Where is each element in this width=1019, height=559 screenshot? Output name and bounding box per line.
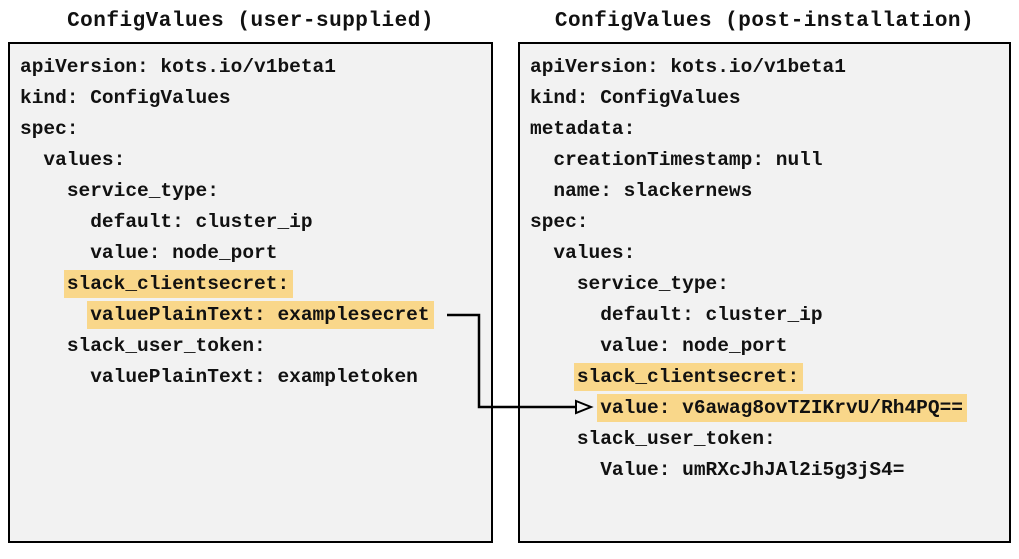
code-line: name: slackernews bbox=[530, 176, 1009, 207]
code-line: valuePlainText: examplesecret bbox=[20, 300, 491, 331]
code-text: value: node_port bbox=[600, 335, 788, 357]
code-line: apiVersion: kots.io/v1beta1 bbox=[20, 52, 491, 83]
code-line: valuePlainText: exampletoken bbox=[20, 362, 491, 393]
code-line: slack_user_token: bbox=[20, 331, 491, 362]
code-line: value: v6awag8ovTZIKrvU/Rh4PQ== bbox=[530, 393, 1009, 424]
post-installation-yaml: apiVersion: kots.io/v1beta1 kind: ConfigV… bbox=[520, 44, 1009, 486]
code-text: values: bbox=[43, 149, 126, 171]
code-text: valuePlainText: exampletoken bbox=[90, 366, 418, 388]
code-text: Value: umRXcJhJAl2i5g3jS4= bbox=[600, 459, 905, 481]
code-text: name: slackernews bbox=[553, 180, 753, 202]
highlighted-code-text: value: v6awag8ovTZIKrvU/Rh4PQ== bbox=[597, 394, 967, 422]
code-line: Value: umRXcJhJAl2i5g3jS4= bbox=[530, 455, 1009, 486]
post-installation-panel: apiVersion: kots.io/v1beta1 kind: ConfigV… bbox=[518, 42, 1011, 543]
code-line: service_type: bbox=[530, 269, 1009, 300]
code-line: slack_clientsecret: bbox=[20, 269, 491, 300]
code-line: default: cluster_ip bbox=[530, 300, 1009, 331]
code-text: kind: ConfigValues bbox=[20, 87, 231, 109]
code-line: default: cluster_ip bbox=[20, 207, 491, 238]
code-text: value: node_port bbox=[90, 242, 278, 264]
code-text: slack_user_token: bbox=[576, 428, 776, 450]
code-line: apiVersion: kots.io/v1beta1 bbox=[530, 52, 1009, 83]
code-line: spec: bbox=[530, 207, 1009, 238]
highlighted-code-text: slack_clientsecret: bbox=[573, 363, 804, 391]
code-text: default: cluster_ip bbox=[90, 211, 313, 233]
code-text: creationTimestamp: null bbox=[553, 149, 823, 171]
user-supplied-panel: apiVersion: kots.io/v1beta1 kind: ConfigV… bbox=[8, 42, 493, 543]
code-line: kind: ConfigValues bbox=[20, 83, 491, 114]
code-line: metadata: bbox=[530, 114, 1009, 145]
code-line: value: node_port bbox=[530, 331, 1009, 362]
user-supplied-panel-title: ConfigValues (user-supplied) bbox=[67, 10, 434, 33]
code-text: apiVersion: kots.io/v1beta1 bbox=[20, 56, 336, 78]
user-supplied-yaml: apiVersion: kots.io/v1beta1 kind: ConfigV… bbox=[10, 44, 491, 393]
code-text: kind: ConfigValues bbox=[530, 87, 741, 109]
code-text: service_type: bbox=[576, 273, 729, 295]
post-installation-panel-title: ConfigValues (post-installation) bbox=[554, 10, 975, 33]
code-text: values: bbox=[553, 242, 636, 264]
code-text: spec: bbox=[20, 118, 79, 140]
code-line: value: node_port bbox=[20, 238, 491, 269]
code-line: creationTimestamp: null bbox=[530, 145, 1009, 176]
code-line: values: bbox=[530, 238, 1009, 269]
code-text: slack_user_token: bbox=[66, 335, 266, 357]
code-line: slack_user_token: bbox=[530, 424, 1009, 455]
code-line: service_type: bbox=[20, 176, 491, 207]
code-text: metadata: bbox=[530, 118, 636, 140]
code-line: slack_clientsecret: bbox=[530, 362, 1009, 393]
highlighted-code-text: valuePlainText: examplesecret bbox=[87, 301, 434, 329]
code-line: values: bbox=[20, 145, 491, 176]
code-line: kind: ConfigValues bbox=[530, 83, 1009, 114]
highlighted-code-text: slack_clientsecret: bbox=[63, 270, 294, 298]
code-text: apiVersion: kots.io/v1beta1 bbox=[530, 56, 846, 78]
code-text: default: cluster_ip bbox=[600, 304, 823, 326]
code-line: spec: bbox=[20, 114, 491, 145]
code-text: service_type: bbox=[66, 180, 219, 202]
code-text: spec: bbox=[530, 211, 589, 233]
